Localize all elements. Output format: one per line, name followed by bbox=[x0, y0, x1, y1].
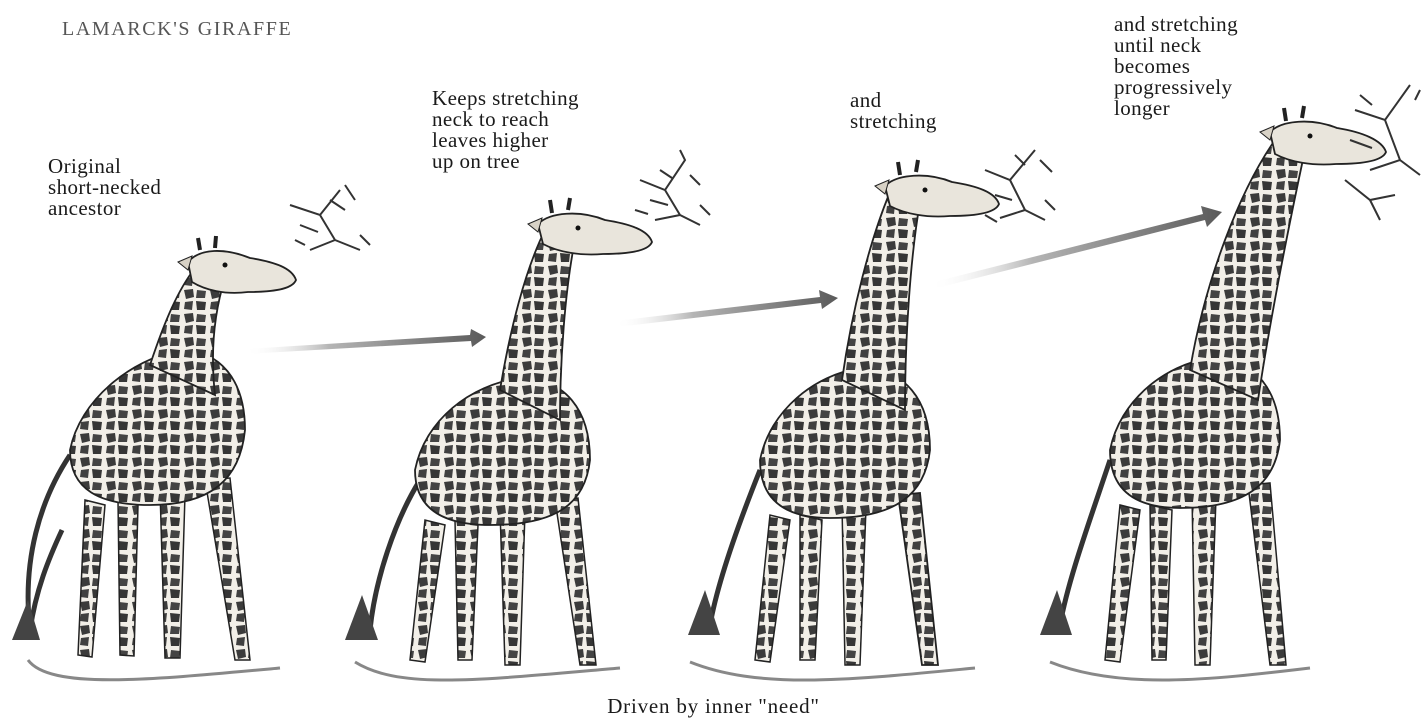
giraffe-3 bbox=[688, 160, 999, 680]
progression-arrow-3 bbox=[930, 206, 1222, 289]
giraffe-1 bbox=[12, 236, 296, 680]
leaves-3 bbox=[985, 150, 1055, 222]
progression-arrow-2 bbox=[615, 290, 838, 327]
giraffe-2 bbox=[345, 198, 652, 680]
leaves-2 bbox=[635, 150, 710, 225]
diagram-caption: Driven by inner "need" bbox=[0, 694, 1427, 719]
giraffe-4 bbox=[1040, 106, 1386, 680]
leaves-1 bbox=[290, 185, 370, 250]
progression-arrow-1 bbox=[245, 329, 486, 354]
